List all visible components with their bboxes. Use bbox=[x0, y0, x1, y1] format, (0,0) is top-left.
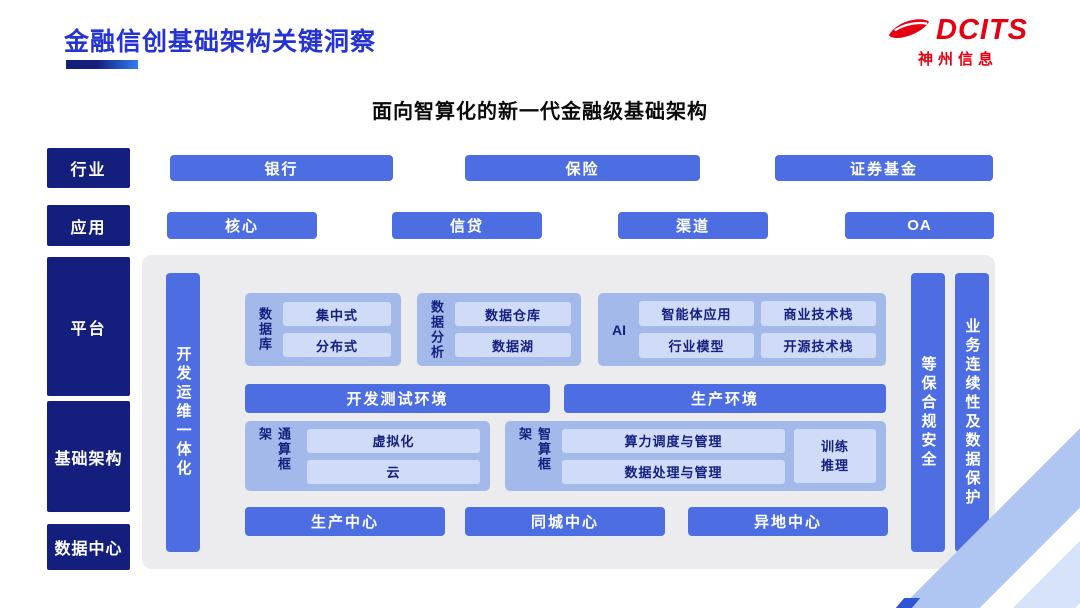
panel-ai-items: 智能体应用 商业技术栈 行业模型 开源技术栈 bbox=[639, 301, 876, 358]
panel-analytics-items: 数据仓库 数据湖 bbox=[455, 299, 571, 360]
box-commercial-stack: 商业技术栈 bbox=[761, 301, 876, 326]
panel-database-items: 集中式 分布式 bbox=[283, 299, 391, 360]
page-title: 金融信创基础架构关键洞察 bbox=[64, 28, 377, 56]
box-distributed: 分布式 bbox=[283, 333, 391, 357]
box-oa: OA bbox=[845, 212, 994, 239]
box-training-inference-label: 训练推理 bbox=[820, 438, 849, 474]
box-agent-application: 智能体应用 bbox=[639, 301, 754, 326]
side-label-datacenter: 数据中心 bbox=[47, 524, 130, 570]
panel-database-label: 数据库 bbox=[257, 307, 272, 352]
box-bank: 银行 bbox=[170, 155, 393, 181]
bar-devops-integration: 开发运维一体化 bbox=[166, 273, 200, 552]
panel-general-compute-label: 通算框架 bbox=[257, 427, 291, 472]
panel-general-compute: 通算框架 虚拟化 云 bbox=[245, 421, 490, 491]
box-dev-test-environment: 开发测试环境 bbox=[245, 384, 550, 413]
box-core: 核心 bbox=[167, 212, 317, 239]
box-industry-model: 行业模型 bbox=[639, 333, 754, 358]
panel-data-analytics: 数据分析 数据仓库 数据湖 bbox=[417, 293, 581, 366]
box-data-lake: 数据湖 bbox=[455, 333, 571, 357]
side-label-infrastructure: 基础架构 bbox=[47, 401, 130, 512]
side-label-platform: 平台 bbox=[47, 257, 130, 396]
panel-database: 数据库 集中式 分布式 bbox=[245, 293, 401, 366]
title-underline bbox=[66, 60, 138, 69]
box-virtualization: 虚拟化 bbox=[307, 428, 480, 453]
panel-intelligent-compute: 智算框架 算力调度与管理 数据处理与管理 训练推理 bbox=[505, 421, 886, 491]
side-label-application: 应用 bbox=[47, 205, 130, 246]
bar-continuity-label: 业务连续性及数据保护 bbox=[963, 317, 981, 508]
bar-security-label: 等保合规安全 bbox=[919, 355, 937, 470]
box-channel: 渠道 bbox=[618, 212, 768, 239]
panel-intelligent-compute-items: 算力调度与管理 数据处理与管理 bbox=[562, 427, 785, 485]
box-production-environment: 生产环境 bbox=[564, 384, 886, 413]
box-cloud: 云 bbox=[307, 459, 480, 484]
box-credit: 信贷 bbox=[392, 212, 542, 239]
side-label-industry: 行业 bbox=[47, 148, 130, 188]
box-data-processing: 数据处理与管理 bbox=[562, 459, 785, 484]
box-same-city-center: 同城中心 bbox=[465, 507, 665, 536]
box-opensource-stack: 开源技术栈 bbox=[761, 333, 876, 358]
panel-analytics-label: 数据分析 bbox=[429, 299, 444, 360]
box-production-center: 生产中心 bbox=[245, 507, 445, 536]
box-training-inference: 训练推理 bbox=[794, 429, 876, 483]
box-compute-scheduling: 算力调度与管理 bbox=[562, 428, 785, 453]
box-centralized: 集中式 bbox=[283, 302, 391, 326]
dcits-swoosh-icon bbox=[888, 16, 930, 46]
bar-devops-label: 开发运维一体化 bbox=[174, 346, 192, 479]
panel-intelligent-compute-label: 智算框架 bbox=[517, 427, 551, 472]
box-remote-center: 异地中心 bbox=[688, 507, 888, 536]
box-securities-funds: 证券基金 bbox=[775, 155, 993, 181]
panel-ai-label: AI bbox=[612, 321, 626, 338]
diagram-title: 面向智算化的新一代金融级基础架构 bbox=[372, 101, 708, 123]
logo-top-row: DCITS bbox=[888, 14, 1028, 47]
logo-brand-text: DCITS bbox=[936, 14, 1028, 46]
dcits-logo: DCITS 神州信息 bbox=[888, 14, 1028, 69]
box-insurance: 保险 bbox=[465, 155, 700, 181]
box-data-warehouse: 数据仓库 bbox=[455, 302, 571, 326]
panel-ai: AI 智能体应用 商业技术栈 行业模型 开源技术栈 bbox=[598, 293, 886, 366]
logo-company-text: 神州信息 bbox=[917, 51, 998, 68]
bar-security-compliance: 等保合规安全 bbox=[911, 273, 945, 552]
bar-business-continuity: 业务连续性及数据保护 bbox=[955, 273, 989, 552]
panel-general-compute-items: 虚拟化 云 bbox=[307, 427, 480, 485]
